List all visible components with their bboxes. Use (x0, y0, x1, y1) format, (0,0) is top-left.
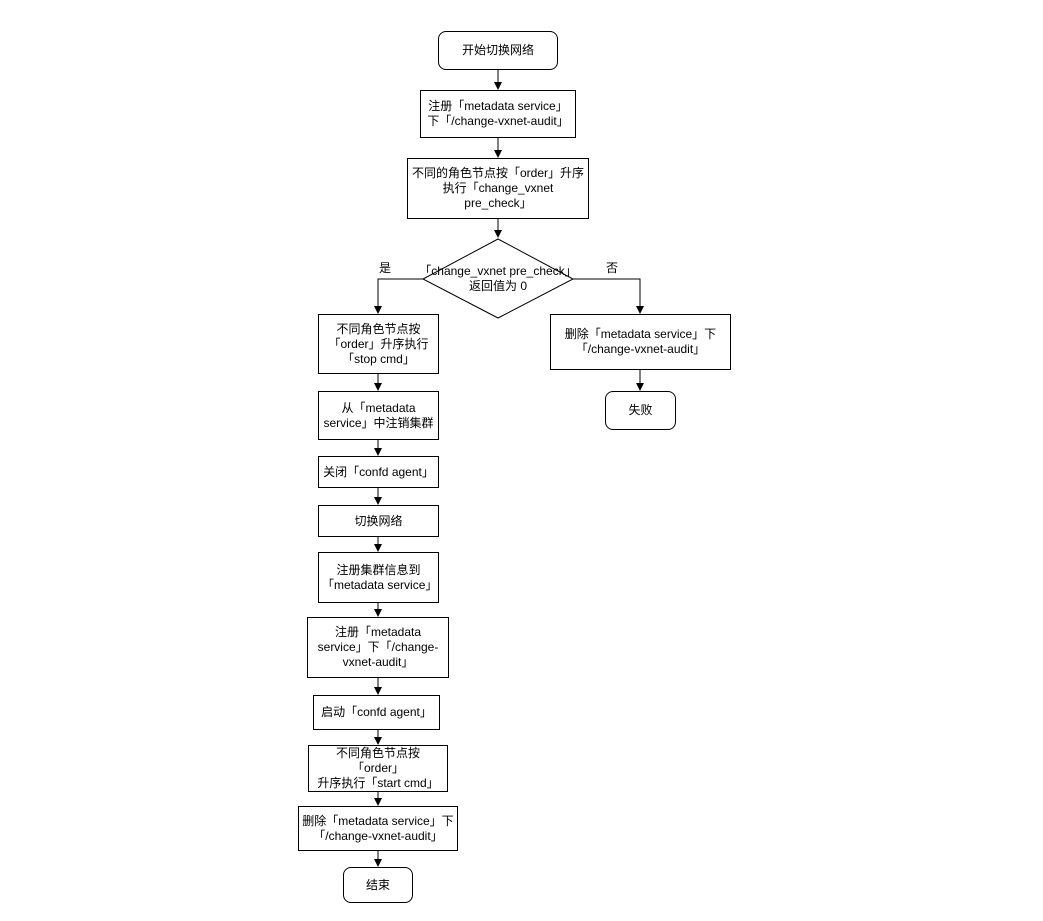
fail-node: 失败 (605, 391, 676, 430)
decision-diamond-shape (421, 238, 575, 319)
end-node: 结束 (343, 867, 413, 903)
close-confd-node: 关闭「confd agent」 (318, 456, 439, 488)
register-audit-node-2: 注册「metadata service」下「/change- vxnet-aud… (307, 617, 449, 678)
switch-network-node: 切换网络 (318, 505, 439, 537)
register-audit-node: 注册「metadata service」 下「/change-vxnet-aud… (420, 90, 576, 138)
edge-decision-no (573, 278, 644, 314)
decision-label: 「change_vxnet pre_check」 返回值为 0 (419, 264, 577, 293)
register-cluster-node: 注册集群信息到 「metadata service」 (318, 552, 439, 603)
precheck-node: 不同的角色节点按「order」升序 执行「change_vxnet pre_ch… (407, 158, 589, 219)
start-cmd-node: 不同角色节点按「order」 升序执行「start cmd」 (308, 745, 448, 792)
start-confd-node: 启动「confd agent」 (313, 695, 440, 730)
start-node: 开始切换网络 (438, 31, 558, 70)
stop-cmd-node: 不同角色节点按 「order」升序执行 「stop cmd」 (318, 314, 439, 374)
deregister-cluster-node: 从「metadata service」中注销集群 (318, 391, 439, 440)
edge-decision-yes (374, 278, 423, 314)
edge-label-yes: 是 (379, 261, 392, 275)
edge-label-no: 否 (606, 261, 619, 275)
delete-audit-node-left: 删除「metadata service」下 「/change-vxnet-aud… (298, 806, 458, 851)
delete-audit-node-right: 删除「metadata service」下 「/change-vxnet-aud… (550, 314, 731, 370)
